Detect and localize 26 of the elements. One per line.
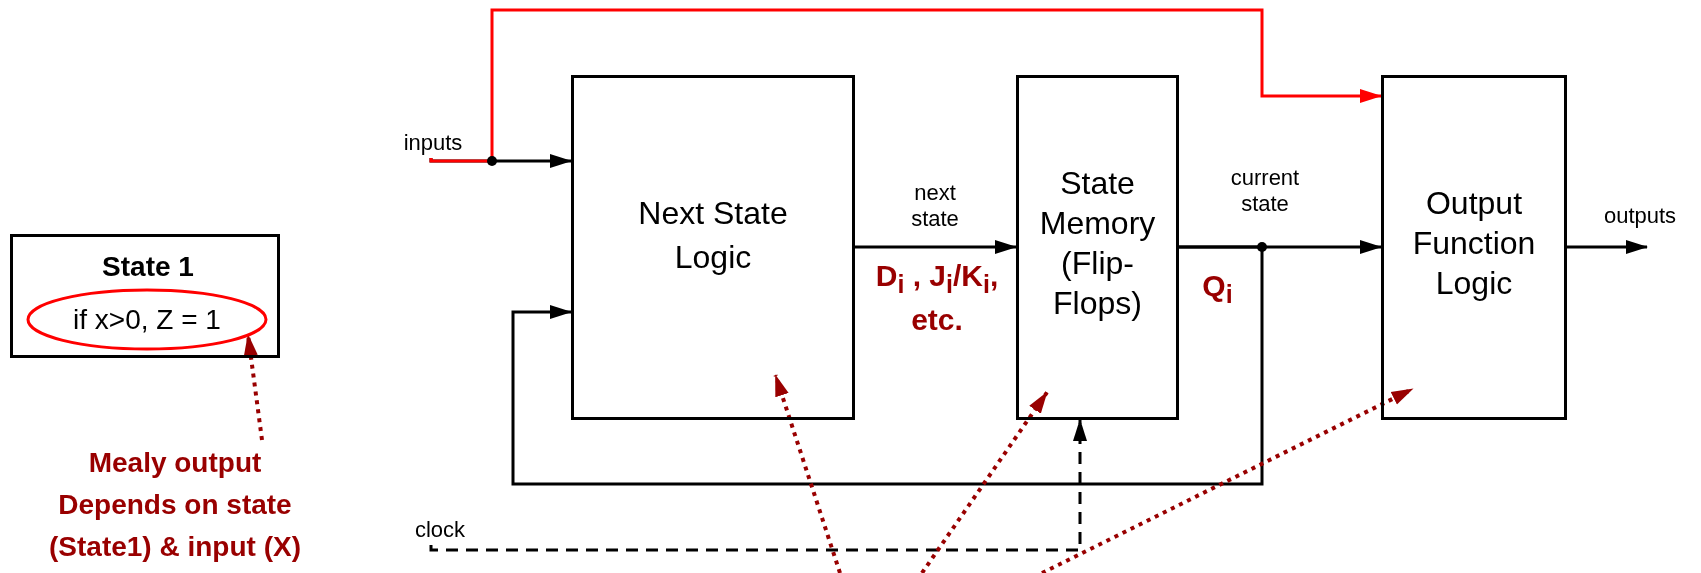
- arrow: [1567, 240, 1648, 254]
- arrow: [855, 240, 1017, 254]
- condition-text: if x>0, Z = 1: [73, 302, 221, 337]
- state-title: State 1: [101, 250, 195, 284]
- next-state-logic-box: [571, 75, 855, 420]
- arrow: [429, 8, 1382, 163]
- leader-arrow: [920, 391, 1049, 573]
- clock-label: clock: [414, 517, 466, 543]
- edge-label: current state: [1229, 165, 1301, 217]
- arrow: [511, 245, 1264, 486]
- state-box: [10, 234, 280, 358]
- output-logic-box: [1381, 75, 1567, 420]
- block-title: State Memory (Flip-Flops): [1038, 163, 1157, 323]
- signal-label: D$_{i}$ , J$_{i}$/K$_{i}$, etc.: [874, 258, 1000, 338]
- block-title: Output Function Logic: [1411, 183, 1537, 303]
- inputs-label: inputs: [403, 130, 463, 156]
- annotation-text: Mealy output Depends on state (State1) & input (X): [48, 446, 302, 564]
- state-memory-box: [1016, 75, 1179, 420]
- leader-arrow: [1041, 387, 1414, 573]
- leader-arrow: [773, 374, 842, 573]
- edge-label: next state: [910, 180, 960, 232]
- highlight-ellipse: [26, 288, 268, 351]
- dashed-arrow: [429, 419, 1087, 552]
- edge-label: outputs: [1602, 203, 1678, 229]
- signal-label: Q$_{i}$: [1201, 268, 1234, 310]
- block-title: Next State Logic: [637, 194, 789, 277]
